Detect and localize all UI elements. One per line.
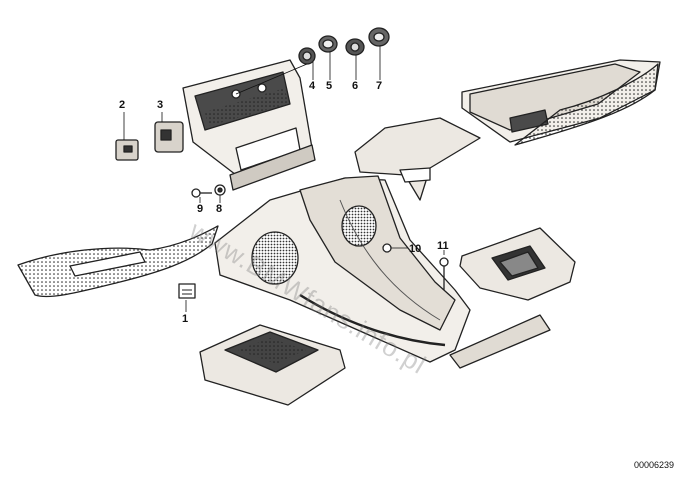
- screw-part-11: [439, 257, 449, 290]
- rear-trim-strip: [449, 314, 551, 369]
- knob-part-6: [345, 38, 365, 56]
- knob-part-4: [298, 47, 316, 65]
- switch-part-3: [154, 121, 184, 153]
- knob-part-5: [318, 35, 338, 53]
- label-part-1: [178, 283, 196, 299]
- shifter-bezel: [459, 227, 576, 301]
- callout-7: 7: [376, 80, 383, 92]
- callout-10: 10: [409, 243, 422, 255]
- knob-part-7: [368, 27, 390, 47]
- screw-part-9: [191, 188, 212, 198]
- callout-2: 2: [119, 99, 126, 111]
- callout-6: 6: [352, 80, 359, 92]
- callout-1: 1: [182, 313, 189, 325]
- mid-bracket-panel: [354, 117, 481, 201]
- main-console-body: [214, 175, 471, 363]
- callout-8: 8: [216, 203, 223, 215]
- upper-right-tray: [461, 59, 661, 146]
- left-trim-panel: [17, 225, 219, 298]
- ashtray-cover: [199, 324, 346, 406]
- callout-9: 9: [197, 203, 204, 215]
- callout-4: 4: [309, 80, 316, 92]
- callout-3: 3: [157, 99, 164, 111]
- upper-console-panel: [182, 59, 316, 191]
- document-id: 00006239: [633, 460, 674, 470]
- callout-11: 11: [437, 240, 449, 252]
- leader-lines: [123, 46, 445, 312]
- callout-5: 5: [326, 80, 333, 92]
- switch-part-2: [115, 139, 139, 161]
- washer-part-8: [214, 184, 226, 196]
